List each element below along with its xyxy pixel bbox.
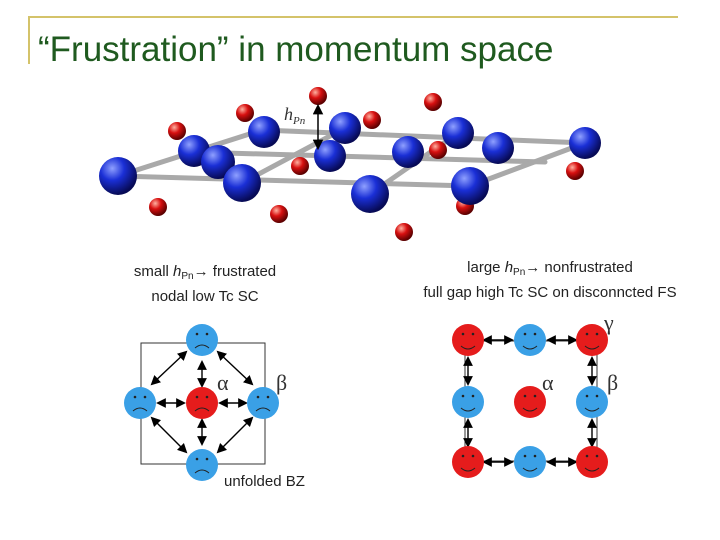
gamma-label: γ (603, 310, 614, 335)
nesting-arrows (463, 335, 597, 467)
beta-label-left: β (276, 370, 287, 395)
left-bz-panel: α β unfolded BZ (124, 324, 305, 490)
face-right-blue (247, 387, 279, 419)
right-caption-pre: large (467, 259, 505, 276)
face-left-blue (124, 387, 156, 419)
right-caption-sub: Pn (513, 267, 526, 278)
face-bottom-blue (186, 449, 218, 481)
iron-atoms (99, 112, 601, 213)
face-br-red (576, 446, 608, 478)
alpha-label-left: α (217, 370, 229, 395)
left-caption-pre: small (133, 263, 174, 280)
beta-label-right: β (607, 370, 618, 395)
right-caption-post: → nonfrustrated (525, 259, 633, 276)
face-center-red (186, 387, 218, 419)
right-bz-panel: α β γ (452, 310, 618, 478)
alpha-label-right: α (542, 370, 554, 395)
right-caption: large hPn→ nonfrustrated full gap high T… (385, 258, 715, 303)
face-tm-blue (514, 324, 546, 356)
left-caption-sub: Pn (181, 271, 194, 282)
left-caption: small hPn→ frustrated nodal low Tc SC (105, 262, 305, 307)
crystal-bonds (115, 125, 588, 197)
pnictogen-atoms (149, 87, 584, 241)
left-caption-line2: nodal low Tc SC (151, 288, 259, 305)
face-tr-red (576, 324, 608, 356)
face-bm-blue (514, 446, 546, 478)
crystal-structure: hPn (99, 87, 601, 241)
left-caption-post: → frustrated (193, 263, 277, 280)
title-frame-top (28, 16, 678, 18)
face-center-red-right (514, 386, 546, 418)
left-caption-h: h (173, 263, 182, 280)
height-label: hPn (284, 104, 306, 127)
face-tl-red (452, 324, 484, 356)
face-ml-blue (452, 386, 484, 418)
right-caption-h: h (504, 259, 514, 276)
title-frame-left (28, 16, 30, 64)
face-mr-blue (576, 386, 608, 418)
face-top-blue (186, 324, 218, 356)
right-caption-line2: full gap high Tc SC on disconncted FS (423, 284, 677, 301)
face-bl-red (452, 446, 484, 478)
scattering-arrows (150, 350, 254, 454)
slide-title: “Frustration” in momentum space (38, 30, 554, 69)
unfolded-bz-label: unfolded BZ (224, 473, 305, 490)
